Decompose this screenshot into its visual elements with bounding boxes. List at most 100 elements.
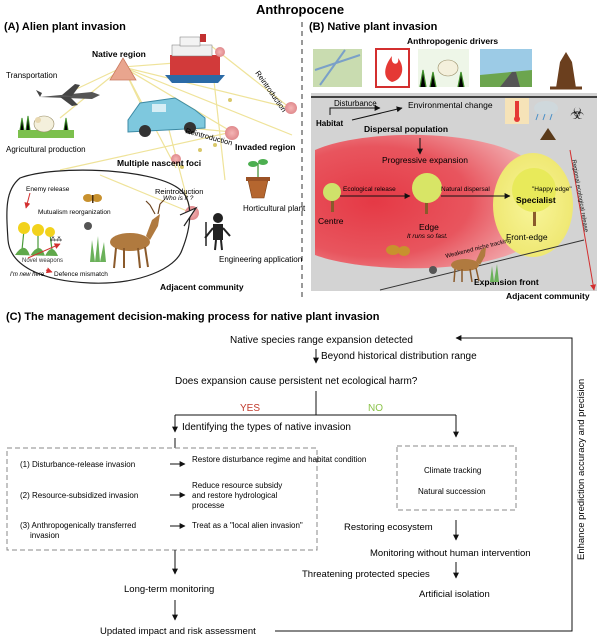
agricultural-label: Agricultural production bbox=[6, 145, 86, 154]
monitoring-without-label: Monitoring without human intervention bbox=[370, 548, 531, 559]
centre-tree-icon bbox=[323, 183, 341, 212]
disturbance-arrow bbox=[329, 105, 381, 115]
mutualism-label: Mutualism reorganization bbox=[38, 209, 111, 216]
defence-arrow bbox=[45, 267, 53, 274]
runs-fast-label: It runs so fast. bbox=[407, 233, 448, 240]
dna-icon: ⁂⁂ bbox=[50, 237, 62, 243]
panel-b: (B) Native plant invasion Anthropogenic … bbox=[309, 21, 597, 301]
dispersal-population-label: Dispersal population bbox=[364, 124, 448, 134]
ship-icon bbox=[165, 34, 225, 83]
enemy-release-label: Enemy release bbox=[26, 186, 70, 193]
who-is-it-label: Who is it ? bbox=[163, 195, 194, 202]
ecological-release-label: Ecological release bbox=[343, 186, 396, 193]
butterfly-icon bbox=[83, 194, 102, 203]
virus-icon bbox=[84, 222, 92, 230]
threatening-label: Threatening protected species bbox=[302, 569, 430, 580]
expansion-front-line bbox=[379, 239, 585, 291]
multiple-nascent-foci-label: Multiple nascent foci bbox=[117, 158, 201, 168]
action2-line3: processe bbox=[192, 501, 225, 510]
action2-line2: and restore hydrological bbox=[192, 491, 278, 500]
enhance-label: Enhance prediction accuracy and precisio… bbox=[576, 379, 587, 560]
type3-line1: (3) Anthropogenically transferred bbox=[20, 521, 136, 530]
branch-lines bbox=[174, 391, 457, 434]
adjacent-community-b-label: Adjacent community bbox=[506, 291, 590, 301]
type2-label: (2) Resource-subsidized invasion bbox=[20, 491, 138, 500]
expansion-front-label: Expansion front bbox=[474, 277, 539, 287]
climate-tracking-label: Climate tracking bbox=[424, 466, 481, 475]
feedback-loop-arrow bbox=[275, 335, 573, 632]
environmental-change-label: Environmental change bbox=[408, 100, 493, 110]
car-icon bbox=[127, 97, 206, 137]
engineering-label: Engineering application bbox=[219, 255, 302, 264]
horticultural-label: Horticultural plant bbox=[243, 204, 306, 213]
type1-label: (1) Disturbance-release invasion bbox=[20, 460, 135, 469]
panel-b-heading: (B) Native plant invasion bbox=[309, 21, 438, 33]
climate-icons: ☣ bbox=[505, 98, 584, 140]
airplane-icon bbox=[36, 84, 100, 106]
novel-weapons-arrow bbox=[27, 243, 61, 259]
natural-dispersal-label: Natural dispersal bbox=[441, 186, 490, 193]
figure-title: Anthropocene bbox=[256, 2, 344, 17]
grass-b-icon bbox=[490, 264, 499, 282]
native-region-triangle bbox=[109, 57, 137, 81]
tree-stump-icon bbox=[550, 52, 582, 90]
butterfly-b-icon bbox=[386, 245, 410, 256]
deer-b-icon bbox=[451, 247, 486, 283]
reintroduction-label-3: Reintroduction bbox=[155, 187, 203, 196]
question-label: Does expansion cause persistent net ecol… bbox=[175, 376, 418, 387]
artificial-isolation-label: Artificial isolation bbox=[419, 589, 490, 600]
im-new-here-label: I'm new here. bbox=[10, 272, 46, 278]
anthropogenic-drivers-label: Anthropogenic drivers bbox=[407, 36, 498, 46]
habitat-label: Habitat bbox=[316, 119, 343, 128]
native-region-label: Native region bbox=[92, 49, 146, 59]
happy-edge-label: "Happy edge" bbox=[532, 186, 572, 193]
centre-label: Centre bbox=[318, 216, 344, 226]
yes-label: YES bbox=[240, 403, 260, 414]
env-change-arrow bbox=[351, 106, 403, 121]
biohazard-icon: ☣ bbox=[570, 106, 584, 123]
no-label: NO bbox=[368, 403, 383, 414]
potted-plant-icon bbox=[246, 159, 270, 199]
detected-label: Native species range expansion detected bbox=[230, 335, 413, 346]
transportation-label: Transportation bbox=[6, 71, 57, 80]
restoring-label: Restoring ecosystem bbox=[344, 522, 433, 533]
natural-succession-label: Natural succession bbox=[418, 487, 486, 496]
progressive-expansion-label: Progressive expansion bbox=[382, 155, 468, 165]
deer-icon bbox=[110, 199, 165, 269]
novel-weapons-label: Novel weapons bbox=[22, 258, 63, 264]
enemy-release-arrow bbox=[24, 192, 31, 209]
natural-drivers-box bbox=[396, 445, 517, 511]
action2-line1: Reduce resource subsidy bbox=[192, 481, 282, 490]
sheep-icon bbox=[18, 115, 74, 138]
soil-icon bbox=[540, 128, 556, 140]
panel-a: (A) Alien plant invasion Native region bbox=[4, 21, 306, 292]
edge-label: Edge bbox=[419, 222, 439, 232]
adjacent-community-a-label: Adjacent community bbox=[160, 282, 244, 292]
regional-release-arrow bbox=[569, 149, 597, 291]
invaded-region-label: Invaded region bbox=[235, 142, 295, 152]
beyond-label: Beyond historical distribution range bbox=[321, 351, 477, 362]
action1-label: Restore disturbance regime and habitat c… bbox=[192, 455, 366, 464]
drivers-row bbox=[313, 48, 582, 90]
edge-tree-icon bbox=[412, 173, 442, 214]
virus-b-icon bbox=[429, 266, 437, 274]
front-edge-label: Front-edge bbox=[506, 232, 548, 242]
reintroduction-label-1: Reintroduction bbox=[253, 69, 288, 114]
identifying-label: Identifying the types of native invasion bbox=[182, 422, 351, 433]
panel-c: (C) The management decision-making proce… bbox=[6, 311, 587, 637]
grass-icon bbox=[90, 236, 106, 262]
defence-mismatch-label: Defence mismatch bbox=[54, 271, 108, 278]
action3-label: Treat as a "local alien invasion" bbox=[192, 521, 303, 530]
front-edge-tree-icon bbox=[512, 168, 556, 226]
panel-c-heading: (C) The management decision-making proce… bbox=[6, 311, 380, 323]
engineer-icon bbox=[204, 213, 231, 251]
updated-label: Updated impact and risk assessment bbox=[100, 626, 256, 637]
disturbance-label: Disturbance bbox=[334, 99, 377, 108]
specialist-label: Specialist bbox=[516, 195, 556, 205]
bubble-tail bbox=[179, 206, 198, 227]
panel-a-heading: (A) Alien plant invasion bbox=[4, 21, 126, 33]
dandelion-icon bbox=[15, 222, 58, 256]
community-bubble bbox=[6, 169, 191, 284]
